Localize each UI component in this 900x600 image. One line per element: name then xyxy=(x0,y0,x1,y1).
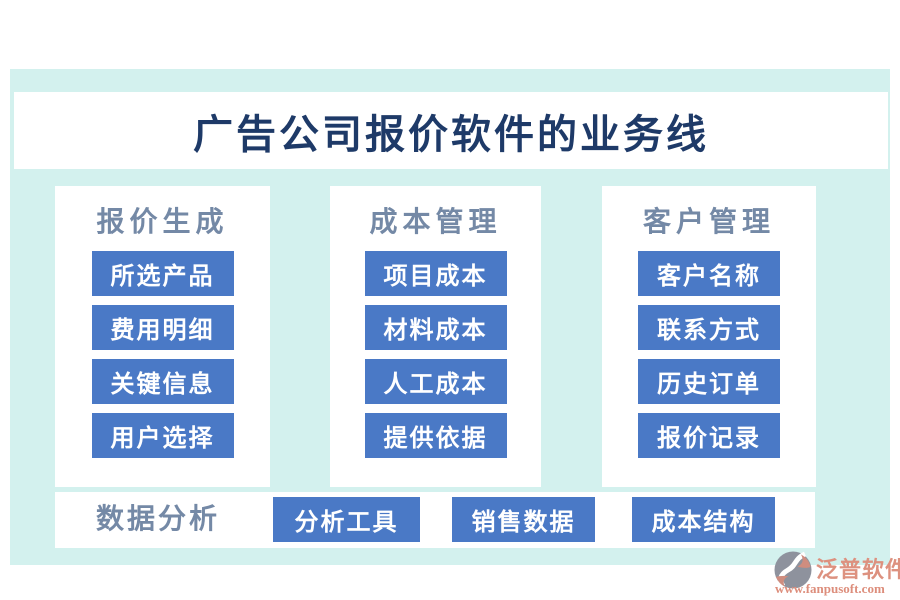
column-customer-management: 客户管理 客户名称 联系方式 历史订单 报价记录 xyxy=(602,186,816,487)
node-selected-products: 所选产品 xyxy=(91,251,234,296)
node-material-cost: 材料成本 xyxy=(364,305,507,350)
node-project-cost: 项目成本 xyxy=(364,251,507,296)
brand-logo: 泛普软件 www.fanpusoft.com xyxy=(774,550,900,597)
brand-name: 泛普软件 xyxy=(816,557,900,582)
node-order-history: 历史订单 xyxy=(638,359,780,404)
node-cost-structure: 成本结构 xyxy=(632,497,775,542)
node-cost-details: 费用明细 xyxy=(91,305,234,350)
column-header: 客户管理 xyxy=(642,207,775,238)
row-data-analysis: 数据分析 分析工具 销售数据 成本结构 xyxy=(55,492,815,548)
node-labor-cost: 人工成本 xyxy=(364,359,507,404)
node-quote-records: 报价记录 xyxy=(638,413,780,458)
node-provide-basis: 提供依据 xyxy=(364,413,507,458)
brand-url: www.fanpusoft.com xyxy=(775,581,885,596)
column-cost-management: 成本管理 项目成本 材料成本 人工成本 提供依据 xyxy=(330,186,541,487)
column-header: 报价生成 xyxy=(96,207,229,238)
node-key-info: 关键信息 xyxy=(91,359,234,404)
node-analysis-tools: 分析工具 xyxy=(273,497,420,542)
column-header: 成本管理 xyxy=(369,207,502,238)
column-quote-generation: 报价生成 所选产品 费用明细 关键信息 用户选择 xyxy=(55,186,270,487)
node-user-selection: 用户选择 xyxy=(91,413,234,458)
page-title: 广告公司报价软件的业务线 xyxy=(193,111,709,157)
node-contact-info: 联系方式 xyxy=(638,305,780,350)
fanpu-logo-icon xyxy=(774,551,812,589)
node-sales-data: 销售数据 xyxy=(452,497,595,542)
node-customer-name: 客户名称 xyxy=(638,251,780,296)
row-header: 数据分析 xyxy=(96,504,221,535)
title-bar: 广告公司报价软件的业务线 xyxy=(14,92,888,169)
